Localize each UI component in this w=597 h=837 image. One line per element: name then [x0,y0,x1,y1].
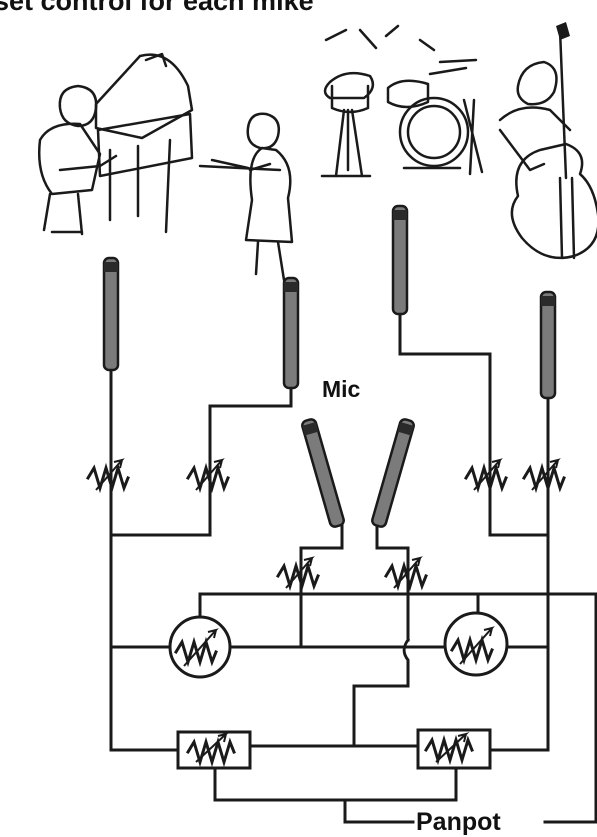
drummer-mic [391,204,409,316]
panpot-left [176,730,252,770]
fader-overhead-left [275,556,320,592]
pianist-illustration [38,52,194,236]
bassist-mic [539,290,557,400]
caption-text: set control for each mike [0,0,314,16]
drummer-illustration [320,24,484,178]
mic-label: Mic [322,376,361,402]
flutist-illustration [198,112,294,282]
rotary-control-right [443,611,509,677]
rotary-control-left [168,615,232,679]
signal-wiring [109,308,597,824]
panpot-right [416,728,492,770]
panpot-label: Panpot [416,808,501,836]
fader-drummer [463,458,508,494]
flutist-mic [282,276,300,390]
fader-flutist [185,458,230,494]
fader-bassist [521,458,566,494]
pianist-mic [102,256,120,372]
overhead-mic-left [301,418,345,528]
overhead-mic-right [371,418,415,528]
bassist-illustration [498,22,597,260]
fader-overhead-right [383,556,428,592]
fader-pianist [85,458,130,494]
